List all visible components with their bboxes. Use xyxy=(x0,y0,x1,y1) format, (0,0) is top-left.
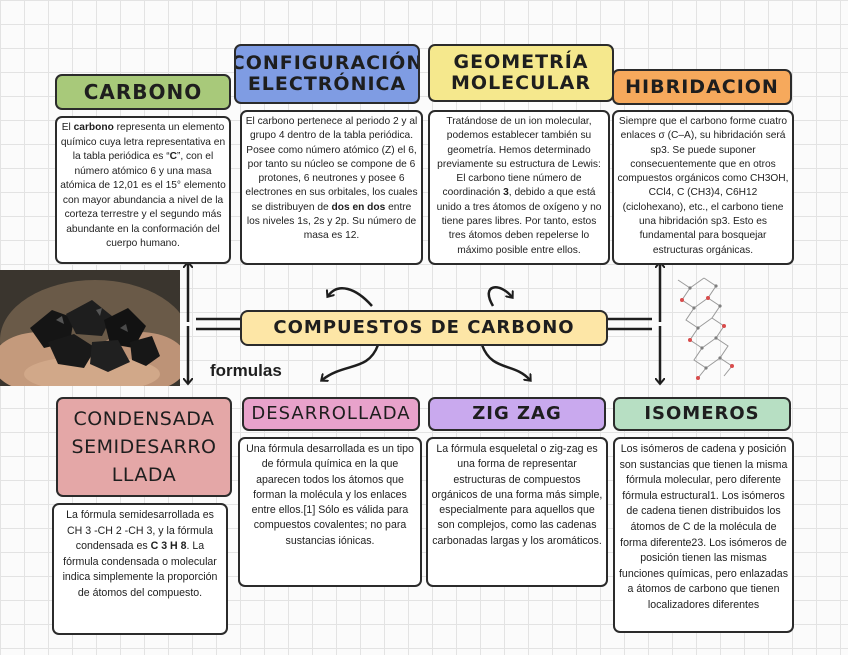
condensada-title: CONDENSADA SEMIDESARRO LLADA xyxy=(56,397,232,497)
geometria-text-box: Tratándose de un ion molecular, podemos … xyxy=(428,110,610,265)
hibridacion-title: HIBRIDACION xyxy=(612,69,792,105)
center-title: COMPUESTOS DE CARBONO xyxy=(240,310,608,346)
configuracion-title: CONFIGURACIÓN ELECTRÓNICA xyxy=(234,44,420,104)
desarrollada-text-box: Una fórmula desarrollada es un tipo de f… xyxy=(238,437,422,587)
zigzag-text-box: La fórmula esqueletal o zig-zag es una f… xyxy=(426,437,608,587)
molecule-structure-image xyxy=(668,272,738,384)
condensada-title-line: SEMIDESARRO xyxy=(71,436,217,458)
condensada-text-box: La fórmula semidesarrollada es CH 3 -CH … xyxy=(52,503,228,635)
condensada-title-line: CONDENSADA xyxy=(73,408,215,430)
desarrollada-title: DESARROLLADA xyxy=(242,397,420,431)
coal-photo xyxy=(0,270,180,386)
carbono-title: CARBONO xyxy=(55,74,231,110)
condensada-title-line: LLADA xyxy=(111,464,177,486)
geometria-title: GEOMETRÍA MOLECULAR xyxy=(428,44,614,102)
zigzag-title: ZIG ZAG xyxy=(428,397,606,431)
carbono-text-box: El carbono representa un elemento químic… xyxy=(55,116,231,264)
hibridacion-text-box: Siempre que el carbono forme cuatro enla… xyxy=(612,110,794,265)
isomeros-title: ISOMEROS xyxy=(613,397,791,431)
isomeros-text-box: Los isómeros de cadena y posición son su… xyxy=(613,437,794,633)
formulas-label: formulas xyxy=(210,361,282,380)
configuracion-text-box: El carbono pertenece al periodo 2 y al g… xyxy=(240,110,423,265)
